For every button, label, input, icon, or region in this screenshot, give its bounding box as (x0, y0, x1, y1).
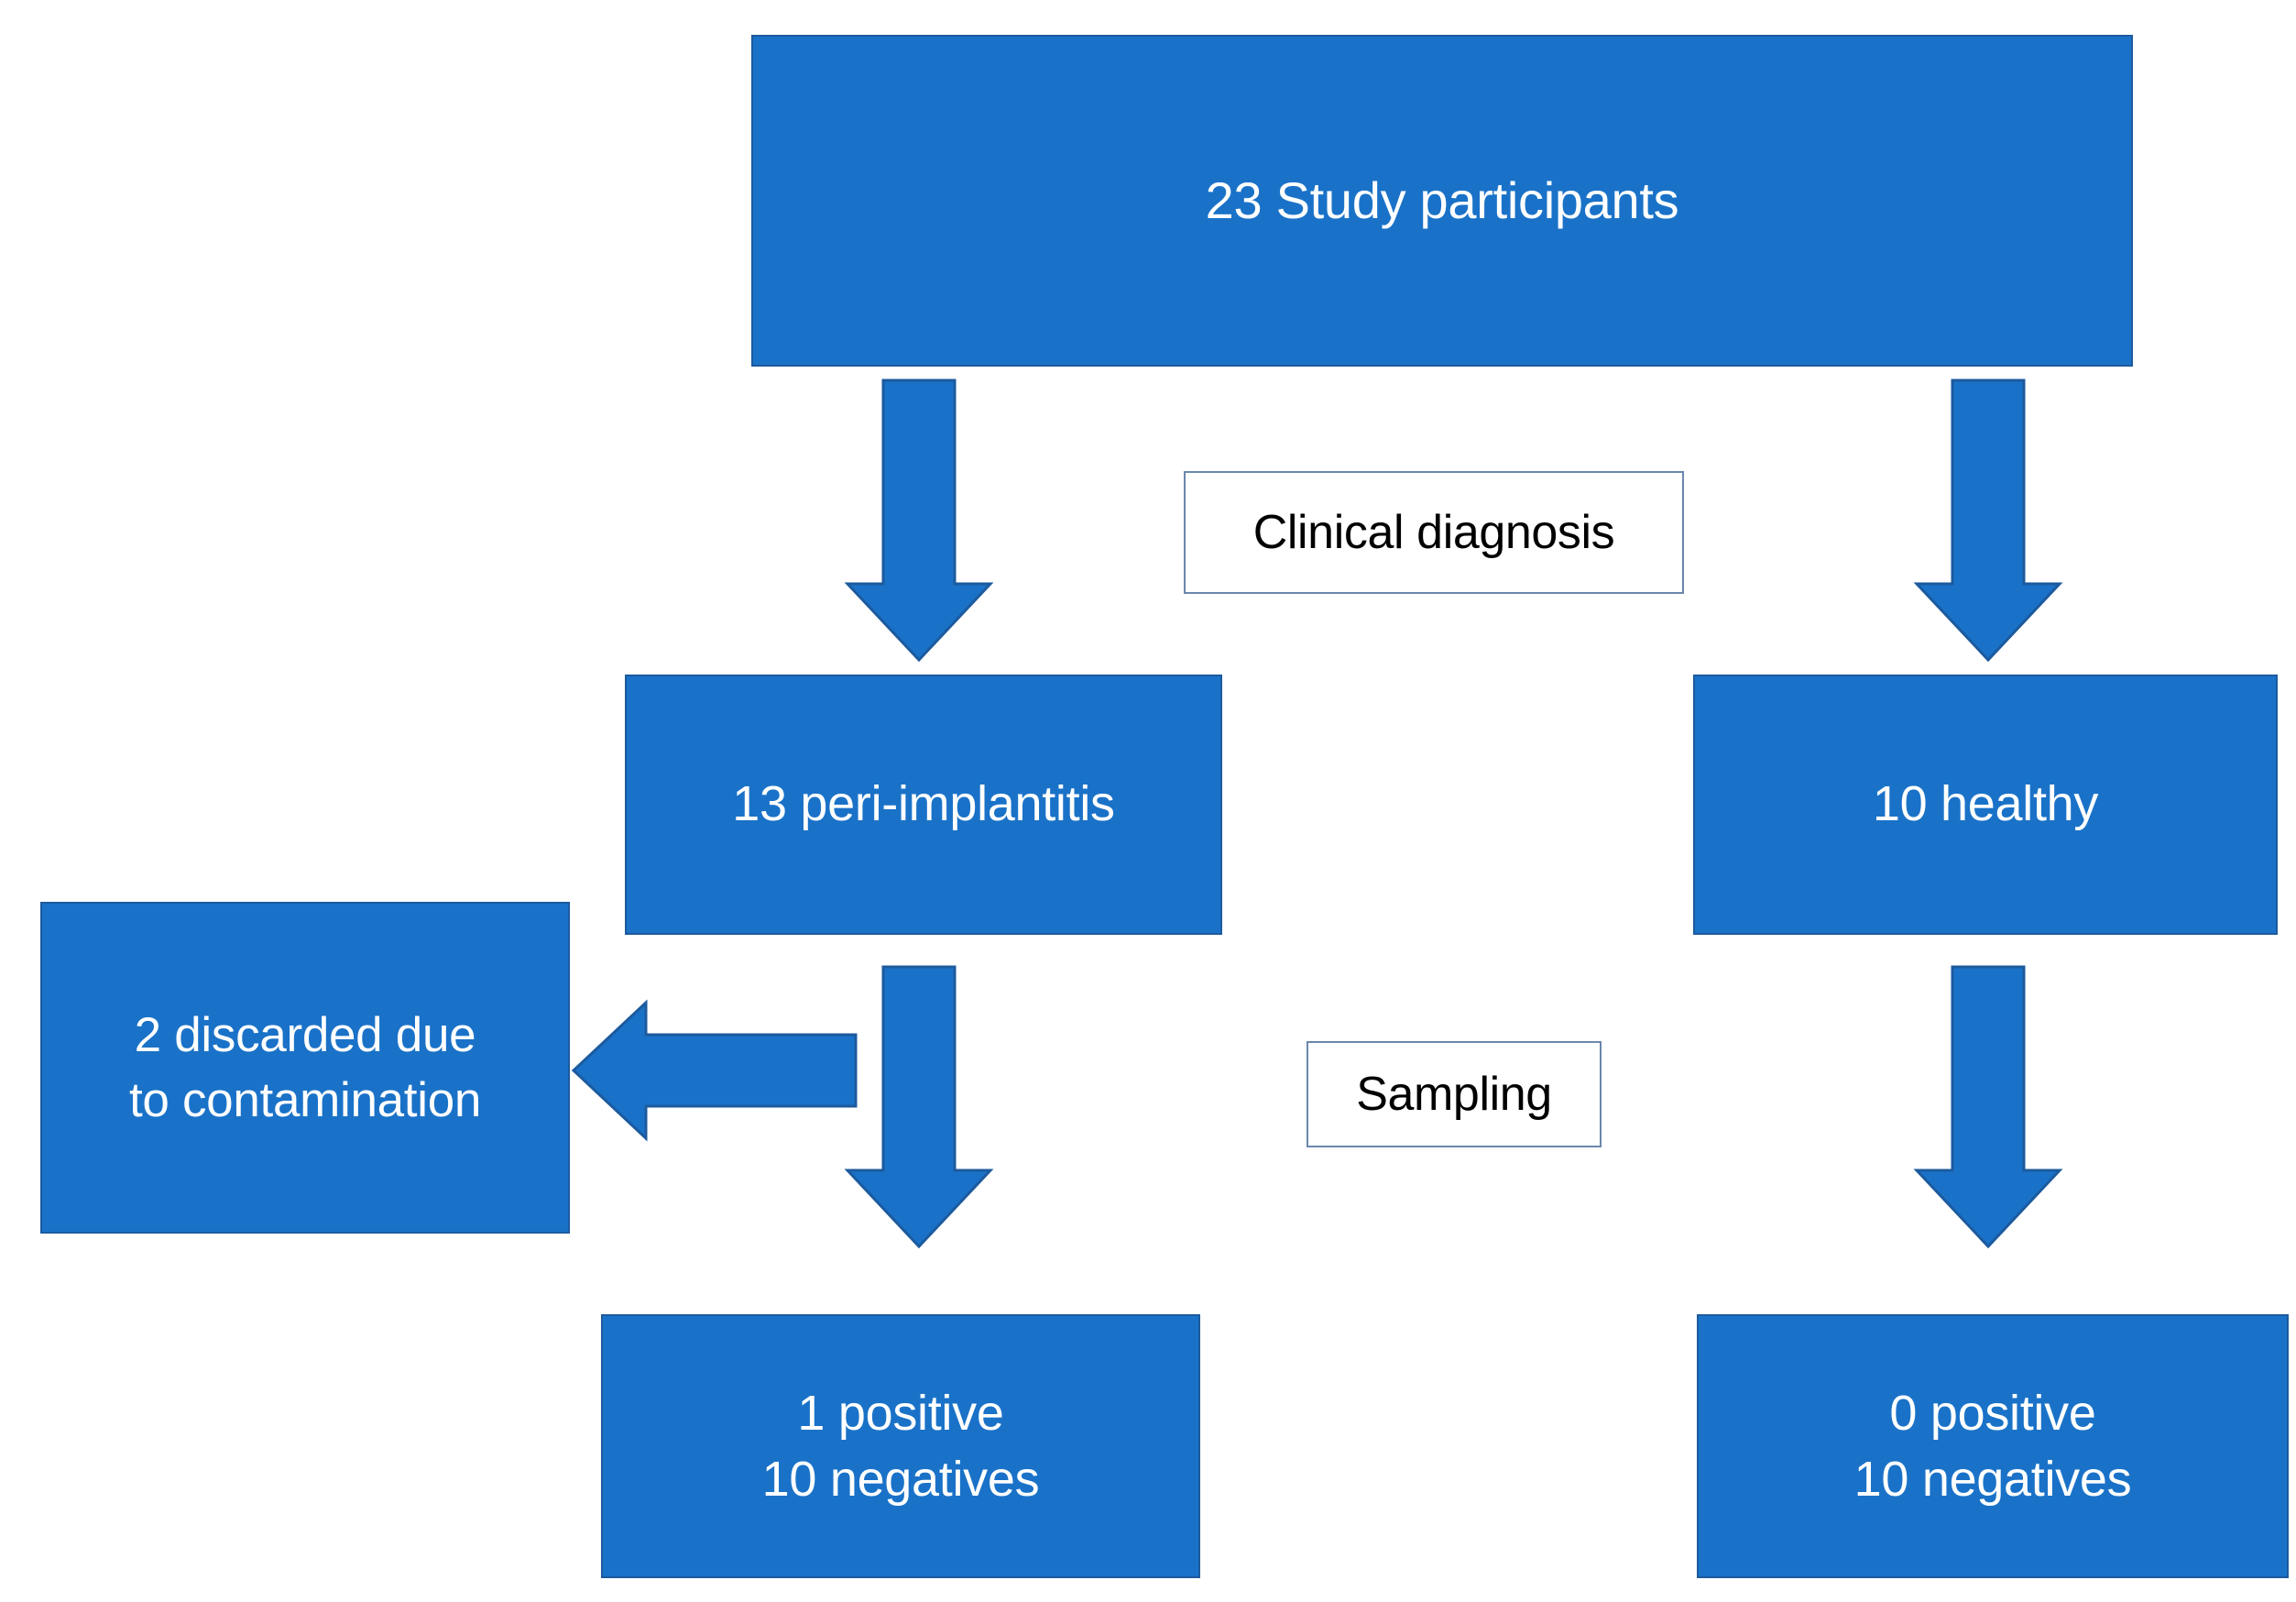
node-healthy: 10 healthy (1693, 675, 2278, 935)
arrow-peri-implantitis-to-discarded (571, 999, 858, 1142)
node-study-participants: 23 Study participants (751, 35, 2133, 367)
arrow-participants-to-healthy (1913, 379, 2063, 663)
arrow-participants-to-peri-implantitis (844, 379, 994, 663)
edge-label-sampling: Sampling (1307, 1041, 1602, 1147)
edge-label-clinical-diagnosis: Clinical diagnosis (1184, 471, 1684, 594)
node-healthy-results: 0 positive 10 negatives (1697, 1314, 2289, 1578)
arrow-healthy-to-results (1913, 965, 2063, 1249)
node-discarded-contamination: 2 discarded due to contamination (40, 902, 570, 1234)
node-peri-implantitis: 13 peri-implantitis (625, 675, 1222, 935)
arrow-peri-implantitis-to-results (844, 965, 994, 1249)
node-peri-implantitis-results: 1 positive 10 negatives (601, 1314, 1200, 1578)
